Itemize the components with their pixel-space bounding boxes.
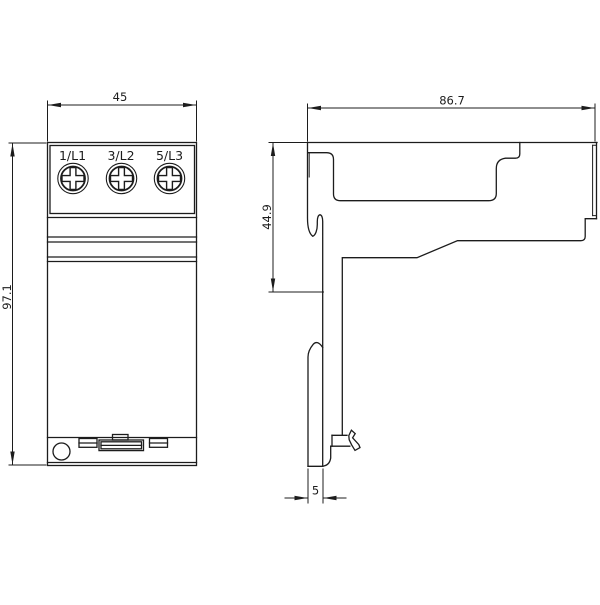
dimension-front-height: 97.1 <box>0 142 47 466</box>
front-view: 1/L1 3/L2 5/L3 <box>46 141 198 467</box>
side-foot <box>307 341 332 467</box>
din-clip-left <box>78 437 98 448</box>
dimension-value-97-1: 97.1 <box>0 284 14 310</box>
latch-detail <box>330 429 361 452</box>
dimension-value-86-7: 86.7 <box>439 94 465 108</box>
dimension-value-44-9: 44.9 <box>260 204 274 230</box>
arrowhead-bottom-97-1 <box>10 451 15 465</box>
dimension-foot-width: 5 <box>284 468 347 504</box>
dimension-front-width: 45 <box>47 90 197 142</box>
terminal-label-2: 3/L2 <box>107 148 134 163</box>
terminal-screw-1 <box>56 162 90 195</box>
terminal-label-3: 5/L3 <box>156 148 183 163</box>
arrowhead-right-5 <box>323 495 337 501</box>
dimension-side-width: 86.7 <box>307 94 596 142</box>
arrowhead-top-44-9 <box>270 143 276 156</box>
arrowhead-right-45 <box>183 102 196 108</box>
front-body-outline <box>46 141 198 467</box>
side-lower-profile <box>341 218 598 436</box>
extension-lines-5 <box>307 468 324 504</box>
arrowhead-right-86-7 <box>581 105 595 111</box>
extension-lines-44-9 <box>268 142 324 293</box>
terminal-label-1: 1/L1 <box>59 148 86 163</box>
arrowhead-left-45 <box>48 102 61 108</box>
side-view <box>306 141 598 467</box>
din-slider <box>98 433 145 452</box>
side-left-edge-hook <box>306 141 324 467</box>
extension-lines-86-7 <box>307 103 596 142</box>
arrowhead-left-5 <box>294 495 308 501</box>
extension-lines-45 <box>47 100 197 142</box>
arrowhead-bottom-44-9 <box>270 278 276 292</box>
terminal-screw-2 <box>105 162 138 195</box>
dimension-value-45: 45 <box>113 90 128 104</box>
arrowhead-top-97-1 <box>10 143 15 157</box>
side-pocket-outline <box>307 141 521 202</box>
extension-lines-97-1 <box>8 142 47 466</box>
mounting-hole <box>52 442 71 461</box>
side-right-edge <box>592 141 598 220</box>
dimension-side-upper-height: 44.9 <box>260 142 324 293</box>
arrowhead-left-86-7 <box>308 105 321 111</box>
dimension-value-5: 5 <box>312 483 319 497</box>
terminal-screw-3 <box>153 162 186 195</box>
din-clip-right <box>148 437 169 448</box>
terminal-cover-box <box>49 144 196 215</box>
